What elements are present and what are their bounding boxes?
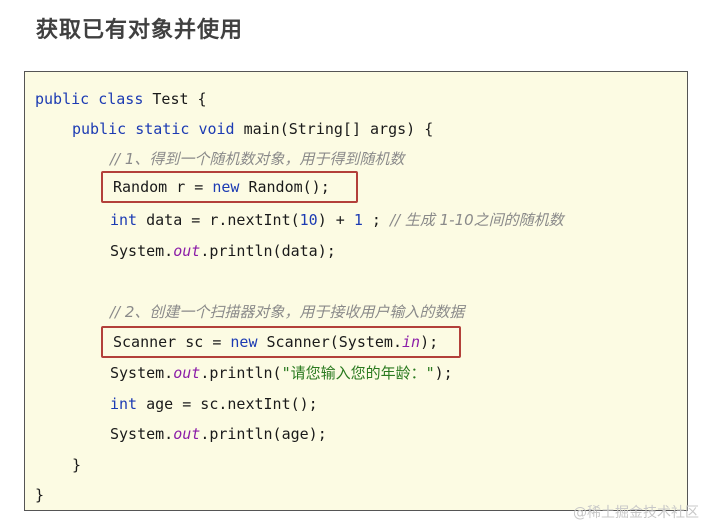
code-line-close-method: }: [72, 456, 82, 474]
method-signature: main(String[] args) {: [234, 120, 434, 138]
string-literal: "请您输入您的年龄：": [281, 364, 435, 382]
code-line-2: public static void main(String[] args) {: [72, 119, 433, 139]
code-line-scanner: Scanner sc = new Scanner(System.in);: [113, 333, 439, 351]
highlight-box-scanner: [101, 326, 461, 358]
keyword-public: public: [35, 90, 90, 108]
page-title: 获取已有对象并使用: [36, 18, 244, 43]
code-line-nextint: int data = r.nextInt(10) + 1 ; // 生成 1-1…: [110, 211, 564, 229]
keyword-class: class: [98, 90, 144, 108]
code-line-random: Random r = new Random();: [113, 178, 330, 196]
keyword-int: int: [110, 211, 138, 229]
class-name: Test {: [143, 90, 207, 108]
code-line-print-data: System.out.println(data);: [110, 242, 336, 260]
keyword-new: new: [230, 333, 258, 351]
keyword-public: public: [72, 120, 127, 138]
keyword-int: int: [110, 395, 138, 413]
comment-scanner: // 2、创建一个扫描器对象，用于接收用户输入的数据: [110, 303, 465, 321]
watermark: @稀土掘金技术社区: [573, 505, 699, 521]
code-line-print-age: System.out.println(age);: [110, 425, 327, 443]
comment-range: // 生成 1-10之间的随机数: [389, 211, 564, 229]
code-line-1: public class Test {: [35, 89, 207, 109]
code-line-read-age: int age = sc.nextInt();: [110, 395, 318, 413]
keyword-new: new: [212, 178, 240, 196]
highlight-box-random: [101, 171, 358, 203]
comment-random: // 1、得到一个随机数对象，用于得到随机数: [110, 150, 405, 168]
code-line-close-class: }: [35, 486, 45, 504]
code-line-print-prompt: System.out.println("请您输入您的年龄：");: [110, 364, 453, 382]
code-block: public class Test { public static void m…: [24, 71, 688, 511]
keyword-static: static: [135, 120, 190, 138]
keyword-void: void: [198, 120, 235, 138]
